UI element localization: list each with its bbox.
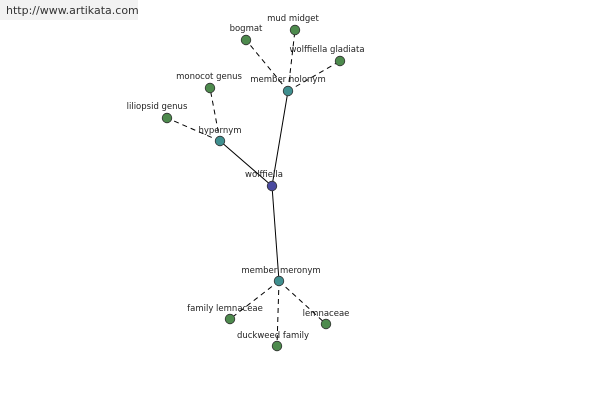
- graph-nodes: [161, 24, 346, 352]
- edge-hypernym-to-liliopsid-genus: [166, 117, 221, 142]
- edge-member-meronym-to-lemnaceae: [278, 280, 327, 325]
- edge-wolffiella-to-hypernym: [219, 140, 273, 187]
- edge-wolffiella-to-member-meronym: [271, 185, 280, 282]
- edge-wolffiella-to-member-holonym: [271, 90, 289, 187]
- edge-member-holonym-to-bogmat: [245, 39, 289, 92]
- node-mud-midget[interactable]: [289, 24, 301, 36]
- node-member-holonym[interactable]: [282, 85, 294, 97]
- watermark-url: http://www.artikata.com: [0, 0, 139, 20]
- label-member-holonym: member holonym: [250, 75, 325, 85]
- label-member-meronym: member meronym: [241, 266, 320, 276]
- node-monocot-genus[interactable]: [204, 82, 216, 94]
- edge-member-holonym-to-mud-midget: [287, 29, 296, 92]
- node-hypernym[interactable]: [214, 135, 226, 147]
- node-member-meronym[interactable]: [273, 275, 285, 287]
- edge-member-meronym-to-duckweed-family: [276, 280, 280, 347]
- label-wolffiella-gladiata: wolffiella gladiata: [289, 45, 364, 55]
- node-family-lemnaceae[interactable]: [224, 313, 236, 325]
- edge-member-meronym-to-family-lemnaceae: [229, 280, 280, 320]
- label-wolffiella: wolffiella: [245, 170, 283, 180]
- node-wolffiella[interactable]: [266, 180, 278, 192]
- label-duckweed-family: duckweed family: [237, 331, 309, 341]
- node-wolffiella-gladiata[interactable]: [334, 55, 346, 67]
- node-bogmat[interactable]: [240, 34, 252, 46]
- label-mud-midget: mud midget: [267, 14, 319, 24]
- label-family-lemnaceae: family lemnaceae: [187, 304, 263, 314]
- graph-edges: [166, 29, 341, 347]
- node-duckweed-family[interactable]: [271, 340, 283, 352]
- label-bogmat: bogmat: [230, 24, 263, 34]
- graph-labels: wolffiella hypernym member holonym member m…: [127, 14, 365, 341]
- edge-member-holonym-to-wolffiella-gladiata: [287, 60, 341, 92]
- node-liliopsid-genus[interactable]: [161, 112, 173, 124]
- label-hypernym: hypernym: [198, 126, 241, 136]
- label-lemnaceae: lemnaceae: [303, 309, 350, 319]
- label-liliopsid-genus: liliopsid genus: [127, 102, 188, 112]
- node-lemnaceae[interactable]: [320, 318, 332, 330]
- label-monocot-genus: monocot genus: [176, 72, 242, 82]
